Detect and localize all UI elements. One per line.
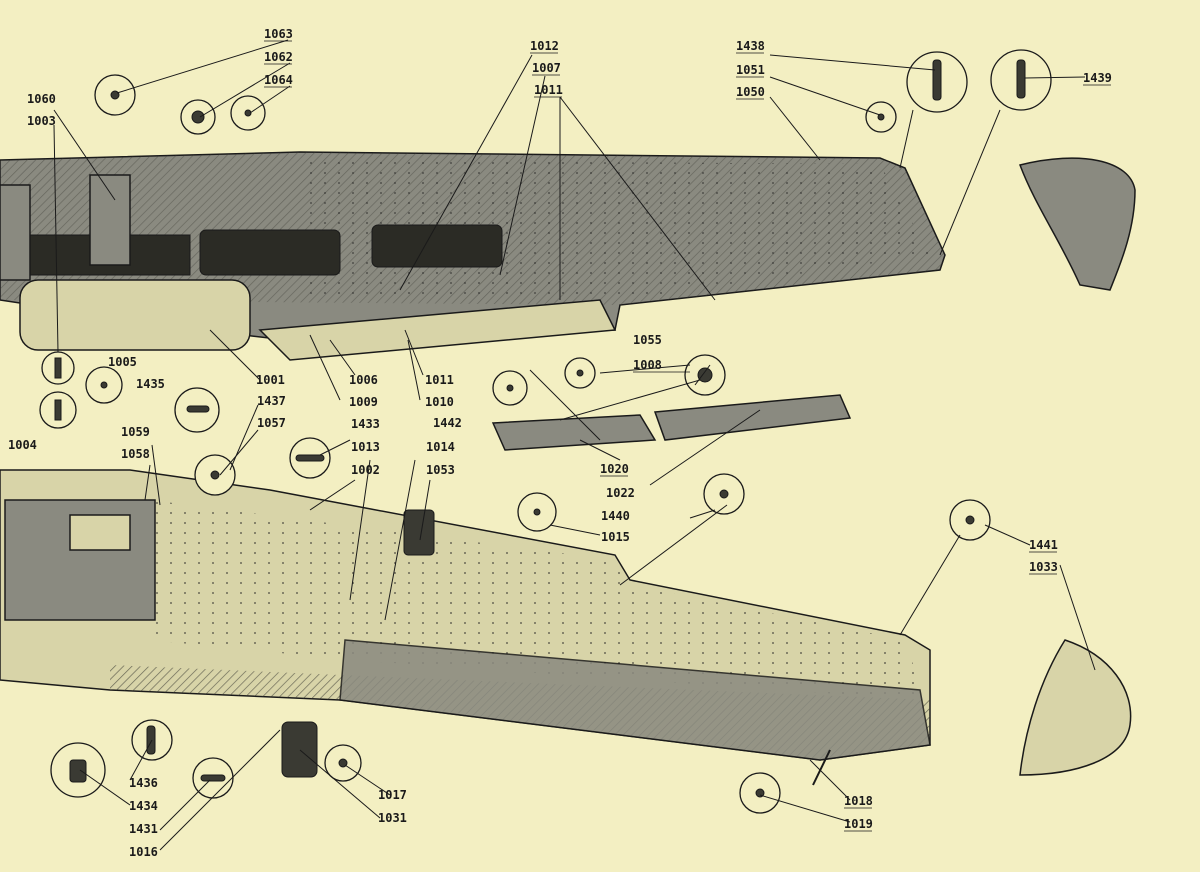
callout-1018: 1018 [844, 794, 873, 808]
callout-1022: 1022 [606, 486, 635, 500]
flap-hinge-plate [403, 509, 435, 556]
callout-1020: 1020 [600, 462, 629, 476]
callout-1013: 1013 [351, 440, 380, 454]
callout-1003: 1003 [27, 114, 56, 128]
detail-circle-1004 [39, 391, 77, 429]
lower-wing-assembly [0, 469, 1132, 786]
callout-labels: 1063 1062 1064 1060 1003 1012 1007 1011 … [8, 27, 1112, 859]
callout-1009: 1009 [349, 395, 378, 409]
label-underlines [264, 40, 1111, 832]
detail-circle-1439 [990, 49, 1052, 111]
leader-lines [53, 39, 1096, 851]
callout-1005: 1005 [108, 355, 137, 369]
callout-1011-mid: 1011 [425, 373, 454, 387]
inboard-fairing [19, 279, 251, 351]
open-bay-3 [371, 224, 503, 268]
callout-1059: 1059 [121, 425, 150, 439]
callout-1010: 1010 [425, 395, 454, 409]
detail-circle-1441 [949, 499, 991, 541]
detail-circle-1055 [684, 354, 726, 396]
callout-1439: 1439 [1083, 71, 1112, 85]
detail-circle-1442 [492, 370, 528, 406]
detail-circle-1438 [906, 51, 968, 113]
callout-1033: 1033 [1029, 560, 1058, 574]
callout-1057: 1057 [257, 416, 286, 430]
detail-circle-1019 [739, 772, 781, 814]
callout-1002: 1002 [351, 463, 380, 477]
detail-circle-1005 [85, 366, 123, 404]
trim-tabs [491, 394, 852, 451]
detail-circle-1062 [180, 99, 216, 135]
callout-1437: 1437 [257, 394, 286, 408]
callout-1050: 1050 [736, 85, 765, 99]
detail-circle-1433 [289, 437, 331, 479]
callout-1438: 1438 [736, 39, 765, 53]
callout-1007: 1007 [532, 61, 561, 75]
detail-circle-1063 [94, 74, 136, 116]
callout-1055: 1055 [633, 333, 662, 347]
callout-1001: 1001 [256, 373, 285, 387]
detail-circle-1015 [517, 492, 557, 532]
callout-1063: 1063 [264, 27, 293, 41]
callout-1012: 1012 [530, 39, 559, 53]
callout-1006: 1006 [349, 373, 378, 387]
callout-1008: 1008 [633, 358, 662, 372]
callout-1017: 1017 [378, 788, 407, 802]
callout-1011-top: 1011 [534, 83, 563, 97]
callout-1441: 1441 [1029, 538, 1058, 552]
flap-panel [258, 299, 617, 361]
detail-circle-1434 [50, 742, 106, 798]
callout-1434: 1434 [129, 799, 158, 813]
callout-1431: 1431 [129, 822, 158, 836]
detail-circles [39, 49, 1052, 814]
callout-1031: 1031 [378, 811, 407, 825]
aileron-lower [339, 639, 931, 761]
callout-1016: 1016 [129, 845, 158, 859]
open-bay-2 [199, 229, 341, 276]
detail-circle-1064 [230, 95, 266, 131]
fitting-bracket [281, 721, 318, 778]
pitot-tube [812, 749, 831, 786]
trim-tab-inboard [491, 414, 657, 451]
callout-1053: 1053 [426, 463, 455, 477]
detail-circle-1435 [174, 387, 220, 433]
wingtip-cap-lower [1019, 639, 1132, 776]
callout-1051: 1051 [736, 63, 765, 77]
detail-circle-1051 [865, 101, 897, 133]
upper-wing-assembly [0, 151, 1136, 361]
callout-1436: 1436 [129, 776, 158, 790]
callout-1004: 1004 [8, 438, 37, 452]
callout-1019: 1019 [844, 817, 873, 831]
callout-1015: 1015 [601, 530, 630, 544]
callout-1058: 1058 [121, 447, 150, 461]
spar-box [0, 184, 31, 281]
detail-circle-1437 [194, 454, 236, 496]
rib-structure [89, 174, 131, 266]
callout-1442: 1442 [433, 416, 462, 430]
callout-1433: 1433 [351, 417, 380, 431]
trim-tab-outboard [653, 394, 852, 441]
callout-1014: 1014 [426, 440, 455, 454]
callout-1064: 1064 [264, 73, 293, 87]
detail-circle-1003 [41, 351, 75, 385]
lower-rib-opening [69, 514, 131, 551]
callout-1062: 1062 [264, 50, 293, 64]
callout-1060: 1060 [27, 92, 56, 106]
detail-circle-1440 [703, 473, 745, 515]
detail-circle-1008 [564, 357, 596, 389]
callout-1440: 1440 [601, 509, 630, 523]
detail-circle-1016 [192, 757, 234, 799]
detail-circle-1017 [324, 744, 362, 782]
callout-1435: 1435 [136, 377, 165, 391]
wingtip-cap-upper [1019, 157, 1136, 291]
